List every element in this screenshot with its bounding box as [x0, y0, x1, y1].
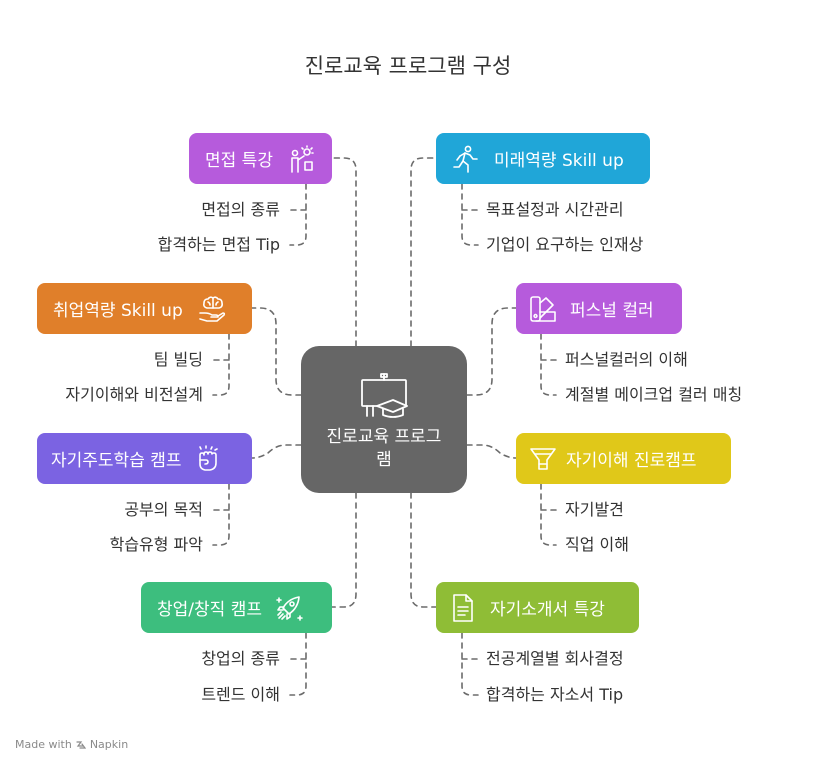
- sub-item: 자기이해와 비전설계: [65, 385, 203, 404]
- node-label: 취업역량 Skill up: [53, 301, 183, 321]
- rocket-icon: [276, 595, 303, 621]
- sub-item: 트렌드 이해: [201, 685, 280, 704]
- napkin-logo-icon: [76, 740, 86, 749]
- node-label: 미래역량 Skill up: [494, 151, 624, 171]
- brainstorm-icon: [291, 144, 314, 173]
- sub-item: 면접의 종류: [201, 200, 280, 219]
- footer-prefix: Made with: [15, 738, 72, 751]
- sub-item: 전공계열별 회사결정: [486, 649, 624, 668]
- footer-brand: Napkin: [89, 738, 129, 751]
- sub-item: 공부의 목적: [124, 500, 203, 519]
- document-icon: [453, 593, 473, 622]
- funnel-icon: [530, 447, 556, 470]
- swatches-icon: [530, 295, 556, 322]
- node-label: 자기소개서 특강: [490, 600, 605, 620]
- sub-item: 팀 빌딩: [153, 350, 203, 369]
- node-label: 자기주도학습 캠프: [51, 451, 182, 471]
- connector-employment: [251, 307, 302, 396]
- page-title: 진로교육 프로그램 구성: [304, 54, 512, 78]
- sub-item: 합격하는 자소서 Tip: [486, 685, 624, 704]
- connector-future: [410, 157, 437, 347]
- node-interview[interactable]: 면접 특강: [189, 133, 332, 184]
- node-label: 자기이해 진로캠프: [566, 451, 697, 471]
- connector-selfunderstanding: [466, 444, 517, 459]
- node-label: 창업/창직 캠프: [157, 600, 262, 620]
- node-personalcolor[interactable]: 퍼스널 컬러: [516, 283, 682, 334]
- center-label: 진로교육 프로그램: [326, 427, 442, 470]
- connector-personalcolor: [466, 307, 517, 396]
- center-node[interactable]: 진로교육 프로그램: [301, 346, 467, 493]
- fist-icon: [198, 444, 218, 471]
- node-future[interactable]: 미래역량 Skill up: [436, 133, 650, 184]
- node-label: 퍼스널 컬러: [570, 301, 654, 321]
- node-employment[interactable]: 취업역량 Skill up: [37, 283, 252, 334]
- sub-item: 자기발견: [565, 500, 624, 519]
- sub-item: 퍼스널컬러의 이해: [565, 350, 688, 369]
- connector-coverletter: [410, 492, 437, 608]
- node-selfdirected[interactable]: 자기주도학습 캠프: [37, 433, 252, 484]
- presentation-graduation-icon: [361, 373, 408, 418]
- node-startup[interactable]: 창업/창직 캠프: [141, 582, 332, 633]
- sub-item: 목표설정과 시간관리: [486, 200, 624, 219]
- sub-item: 직업 이해: [565, 535, 629, 554]
- node-label: 면접 특강: [205, 151, 273, 171]
- runner-icon: [453, 145, 478, 173]
- sub-item: 계절별 메이크업 컬러 매칭: [565, 385, 743, 404]
- connector-interview: [331, 157, 357, 347]
- sub-item: 합격하는 면접 Tip: [157, 235, 280, 254]
- sub-item: 학습유형 파악: [109, 535, 203, 554]
- footer-credit[interactable]: Made with Napkin: [15, 738, 128, 751]
- node-coverletter[interactable]: 자기소개서 특강: [436, 582, 639, 633]
- node-selfunderstanding[interactable]: 자기이해 진로캠프: [516, 433, 731, 484]
- brain-hand-icon: [198, 295, 225, 322]
- connector-selfdirected: [251, 444, 302, 459]
- sub-item: 창업의 종류: [201, 649, 280, 668]
- sub-item: 기업이 요구하는 인재상: [486, 235, 644, 254]
- connector-startup: [331, 492, 357, 608]
